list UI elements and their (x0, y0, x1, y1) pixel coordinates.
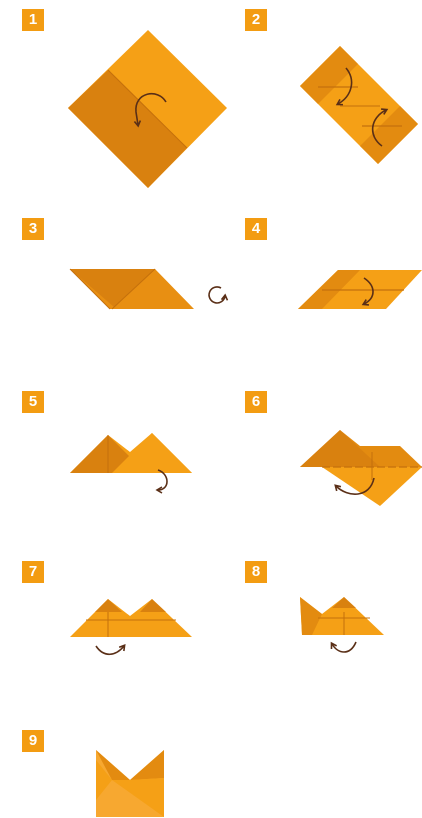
step-2-illustration (300, 46, 418, 164)
step-3-illustration (70, 269, 225, 309)
step-8-illustration (300, 597, 384, 652)
step-1-illustration (68, 30, 227, 188)
step-6-illustration (300, 430, 422, 506)
step-4-illustration (298, 270, 422, 309)
fold-arrow-icon (96, 646, 124, 654)
fold-arrow-icon (332, 642, 356, 652)
step-9-illustration (96, 750, 164, 817)
step-5-illustration (70, 433, 192, 490)
step-7-illustration (70, 599, 192, 654)
rotate-arrow-icon (209, 287, 225, 303)
